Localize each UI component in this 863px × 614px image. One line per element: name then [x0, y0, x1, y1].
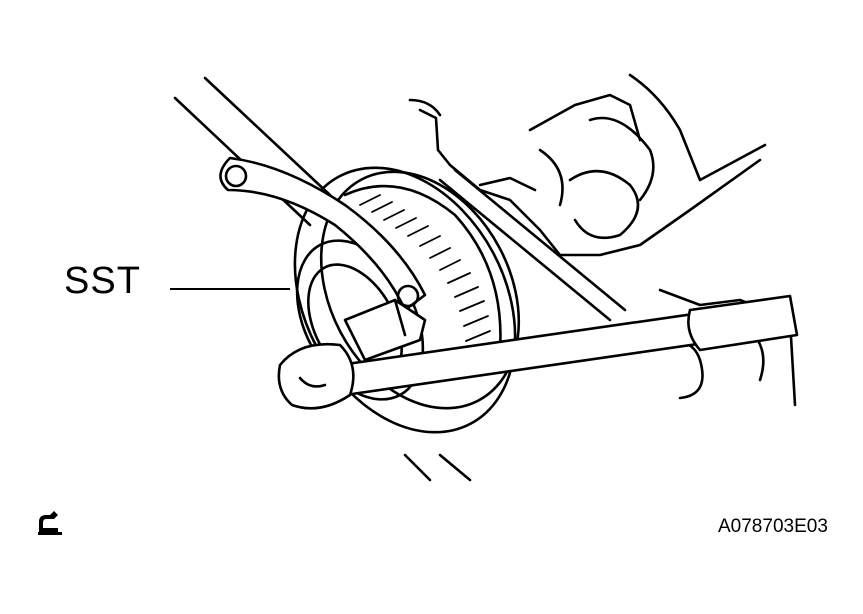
sst-tool: [219, 156, 427, 362]
torque-wrench-icon: [38, 511, 62, 535]
belt-lines: [173, 76, 627, 482]
figure-id: A078703E03: [718, 516, 828, 537]
sst-callout-label: SST: [64, 260, 141, 302]
wrench-handle: [277, 294, 799, 410]
engine-block: [408, 73, 797, 407]
